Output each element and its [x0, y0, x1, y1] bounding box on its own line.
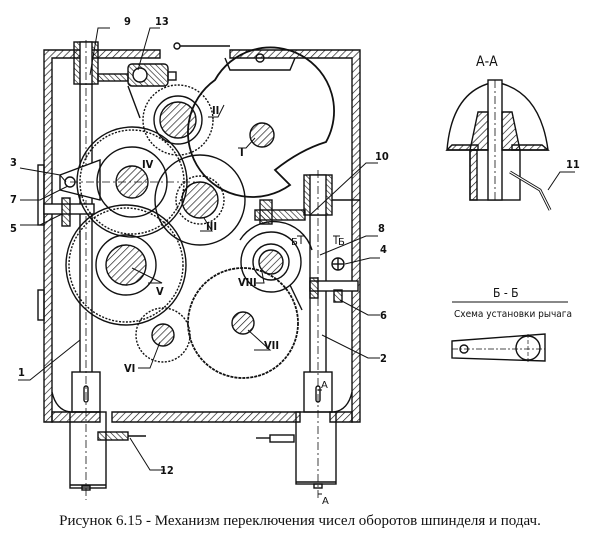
shaft-label-II: II [212, 104, 219, 117]
figure-caption: Рисунок 6.15 - Механизм переключения чис… [59, 513, 541, 529]
shaft-label-VII: VII [264, 339, 279, 352]
callout-4: 4 [380, 243, 387, 256]
section-aa-view [445, 79, 575, 211]
callout-8: 8 [378, 222, 385, 235]
gear-VI [135, 307, 191, 363]
section-bb-title: Б - Б [493, 286, 519, 300]
gear-VIII [239, 220, 313, 311]
callout-6: 6 [380, 309, 387, 322]
callout-5: 5 [10, 222, 17, 235]
callout-12: 12 [160, 464, 174, 477]
callout-1: 1 [18, 366, 25, 379]
section-mark-a-bottom: А [322, 496, 329, 507]
callout-9: 9 [124, 15, 131, 28]
rod-2 [254, 170, 360, 500]
housing [37, 42, 361, 423]
callout-2: 2 [380, 352, 387, 365]
leader-lines [18, 27, 380, 495]
callout-11: 11 [566, 158, 580, 171]
gear-III [154, 154, 246, 246]
section-aa-title: А-А [476, 54, 498, 70]
shaft-label-IV: IV [142, 158, 154, 171]
callout-labels: 9 13 3 7 5 1 12 10 8 4 6 2 II I IV III V… [10, 15, 580, 507]
shaft-label-III: III [206, 220, 217, 233]
gear-shaft-II [142, 84, 214, 156]
shaft-label-VIII: VIII [238, 276, 257, 289]
shaft-label-VI: VI [124, 362, 135, 375]
callout-10: 10 [375, 150, 389, 163]
callout-3: 3 [10, 156, 17, 169]
section-mark-b-right: Б [338, 237, 345, 248]
shaft-label-I: I [240, 146, 244, 159]
gear-V [65, 204, 187, 326]
callout-13: 13 [155, 15, 169, 28]
shaft-label-V: V [156, 285, 164, 298]
section-mark-a-top: А [321, 380, 328, 391]
gear-II [187, 46, 335, 198]
section-bb-subtitle: Схема установки рычага [454, 309, 572, 320]
section-bb-lever [451, 301, 568, 362]
callout-7: 7 [10, 193, 17, 206]
gear-VII [187, 267, 299, 379]
section-mark-b-left: Б [291, 237, 298, 248]
